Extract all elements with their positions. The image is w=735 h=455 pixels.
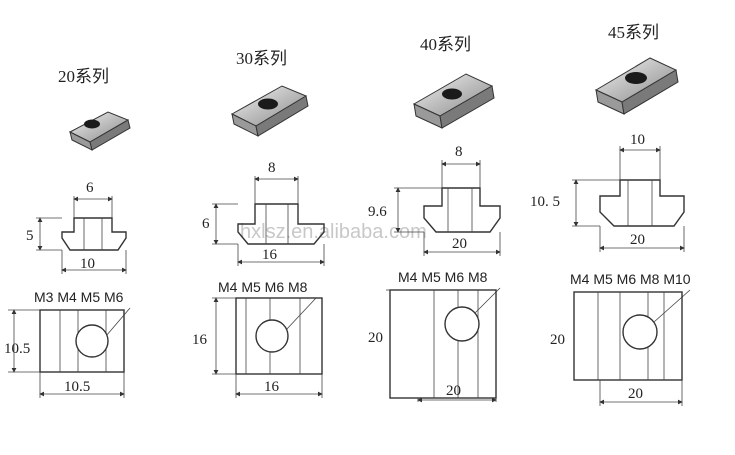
series-40-profile-view: 8 9.6 20 <box>368 144 501 256</box>
series-40-nut-illustration <box>412 73 495 129</box>
series-20-plan-view: M3 M4 M5 M6 10.5 10.5 <box>4 289 131 398</box>
series-30-plan-view: M4 M5 M6 M8 16 16 <box>192 279 323 398</box>
series-40-bottom-width: 20 <box>452 236 467 252</box>
watermark: hxlsz.en.alibaba.com <box>240 221 427 243</box>
series-20-plate-width: 10.5 <box>64 379 90 395</box>
series-30-thread-sizes: M4 M5 M6 M8 <box>218 279 308 295</box>
series-30-profile-view: 8 6 16 <box>202 160 325 266</box>
series-40-title: 40系列 <box>420 35 471 54</box>
series-20-height: 5 <box>26 228 34 244</box>
series-30-plate-width: 16 <box>264 379 280 395</box>
series-20: 20系列 6 5 10 <box>4 67 131 398</box>
series-45-top-width: 10 <box>630 132 645 148</box>
series-40-plate-height: 20 <box>368 330 383 346</box>
series-45-height: 10. 5 <box>530 194 560 210</box>
series-45-nut-illustration <box>594 57 679 115</box>
series-20-title: 20系列 <box>58 67 109 86</box>
series-40-plan-view: M4 M5 M6 M8 20 20 <box>368 269 501 403</box>
series-45-thread-sizes: M4 M5 M6 M8 M10 <box>570 271 691 287</box>
series-45-title: 45系列 <box>608 23 659 42</box>
series-30-height: 6 <box>202 216 210 232</box>
series-20-plate-height: 10.5 <box>4 341 30 357</box>
series-45-plate-width: 20 <box>628 386 643 402</box>
series-30-plate-height: 16 <box>192 332 208 348</box>
series-40-plate-width: 20 <box>446 383 461 399</box>
series-20-bottom-width: 10 <box>80 256 95 272</box>
series-40-thread-sizes: M4 M5 M6 M8 <box>398 269 488 285</box>
series-20-profile-view: 6 5 10 <box>26 180 127 274</box>
series-45-bottom-width: 20 <box>630 232 645 248</box>
series-30-top-width: 8 <box>268 160 276 176</box>
series-40: 40系列 8 9.6 20 M4 M5 M6 M8 <box>368 35 501 403</box>
series-30-nut-illustration <box>230 85 309 137</box>
series-45-plan-view: M4 M5 M6 M8 M10 20 20 <box>550 271 691 406</box>
series-30: 30系列 8 6 16 M4 M5 M6 M8 <box>192 49 325 398</box>
series-30-title: 30系列 <box>236 49 287 68</box>
series-40-height: 9.6 <box>368 204 387 220</box>
series-20-top-width: 6 <box>86 180 94 196</box>
series-45-plate-height: 20 <box>550 332 565 348</box>
series-45: 45系列 10 10. 5 20 M4 M5 M6 M8 M10 <box>530 23 691 406</box>
series-20-nut-illustration <box>68 111 131 151</box>
series-30-bottom-width: 16 <box>262 247 278 263</box>
series-20-thread-sizes: M3 M4 M5 M6 <box>34 289 124 305</box>
series-40-top-width: 8 <box>455 144 463 160</box>
series-45-profile-view: 10 10. 5 20 <box>530 132 685 252</box>
